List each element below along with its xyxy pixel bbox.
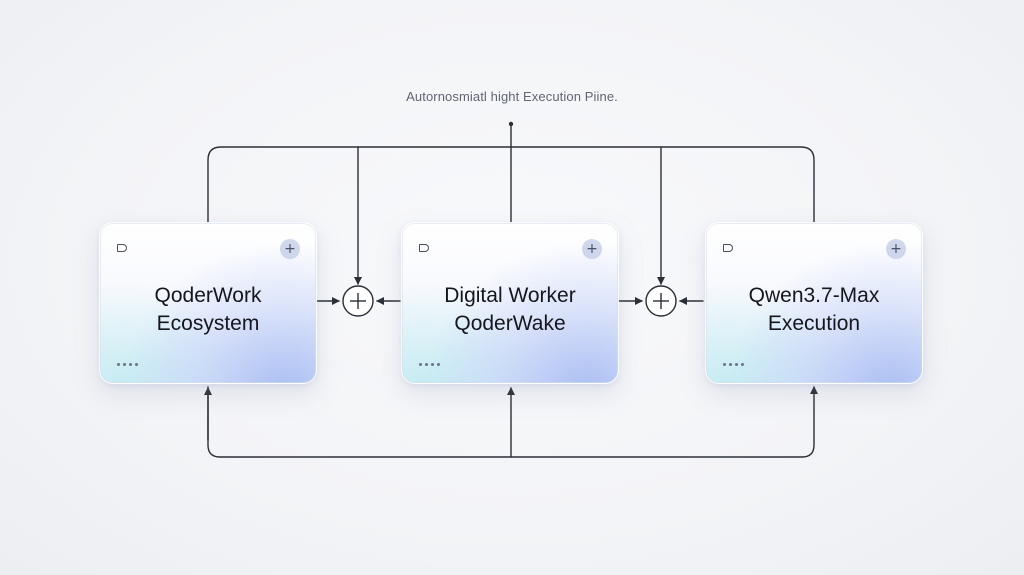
diagram-title: Autornosmiatl hight Execution Piine. — [406, 89, 618, 104]
node-label-line2: Execution — [767, 312, 861, 335]
tag-icon — [117, 244, 127, 252]
node-label: Qwen3.7-Max Execution — [706, 282, 922, 338]
node-label: QoderWork Ecosystem — [100, 282, 316, 338]
circle-plus-icon — [645, 285, 677, 317]
node-label-line2: QoderWake — [454, 312, 566, 335]
dots-icon[interactable] — [117, 363, 138, 366]
node-label-line1: QoderWork — [154, 284, 262, 307]
tag-icon — [419, 244, 429, 252]
add-button[interactable]: + — [886, 239, 906, 259]
node-card-digital-worker[interactable]: + Digital Worker QoderWake — [401, 222, 619, 384]
dots-icon[interactable] — [419, 363, 440, 366]
top-loop — [207, 146, 815, 223]
top-start-dot — [508, 121, 514, 127]
node-label: Digital Worker QoderWake — [402, 282, 618, 338]
circle-plus-icon — [342, 285, 374, 317]
node-label-line1: Qwen3.7-Max — [748, 284, 880, 307]
dots-icon[interactable] — [723, 363, 744, 366]
add-button[interactable]: + — [280, 239, 300, 259]
node-card-qoderwork[interactable]: + QoderWork Ecosystem — [99, 222, 317, 384]
add-button[interactable]: + — [582, 239, 602, 259]
node-card-qwen[interactable]: + Qwen3.7-Max Execution — [705, 222, 923, 384]
node-label-line2: Ecosystem — [156, 312, 260, 335]
node-label-line1: Digital Worker — [444, 284, 576, 307]
tag-icon — [723, 244, 733, 252]
